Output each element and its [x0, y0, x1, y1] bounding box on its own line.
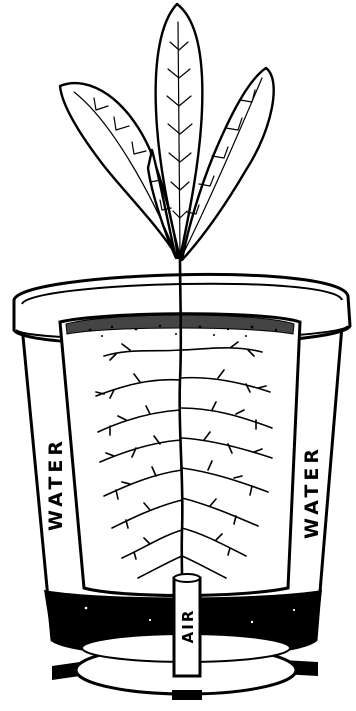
- air-tube: AIR: [174, 574, 200, 676]
- plant-leaves: [60, 4, 274, 260]
- right-water-label: WATER: [301, 445, 323, 539]
- left-water-label: WATER: [45, 437, 67, 531]
- air-label: AIR: [179, 609, 197, 644]
